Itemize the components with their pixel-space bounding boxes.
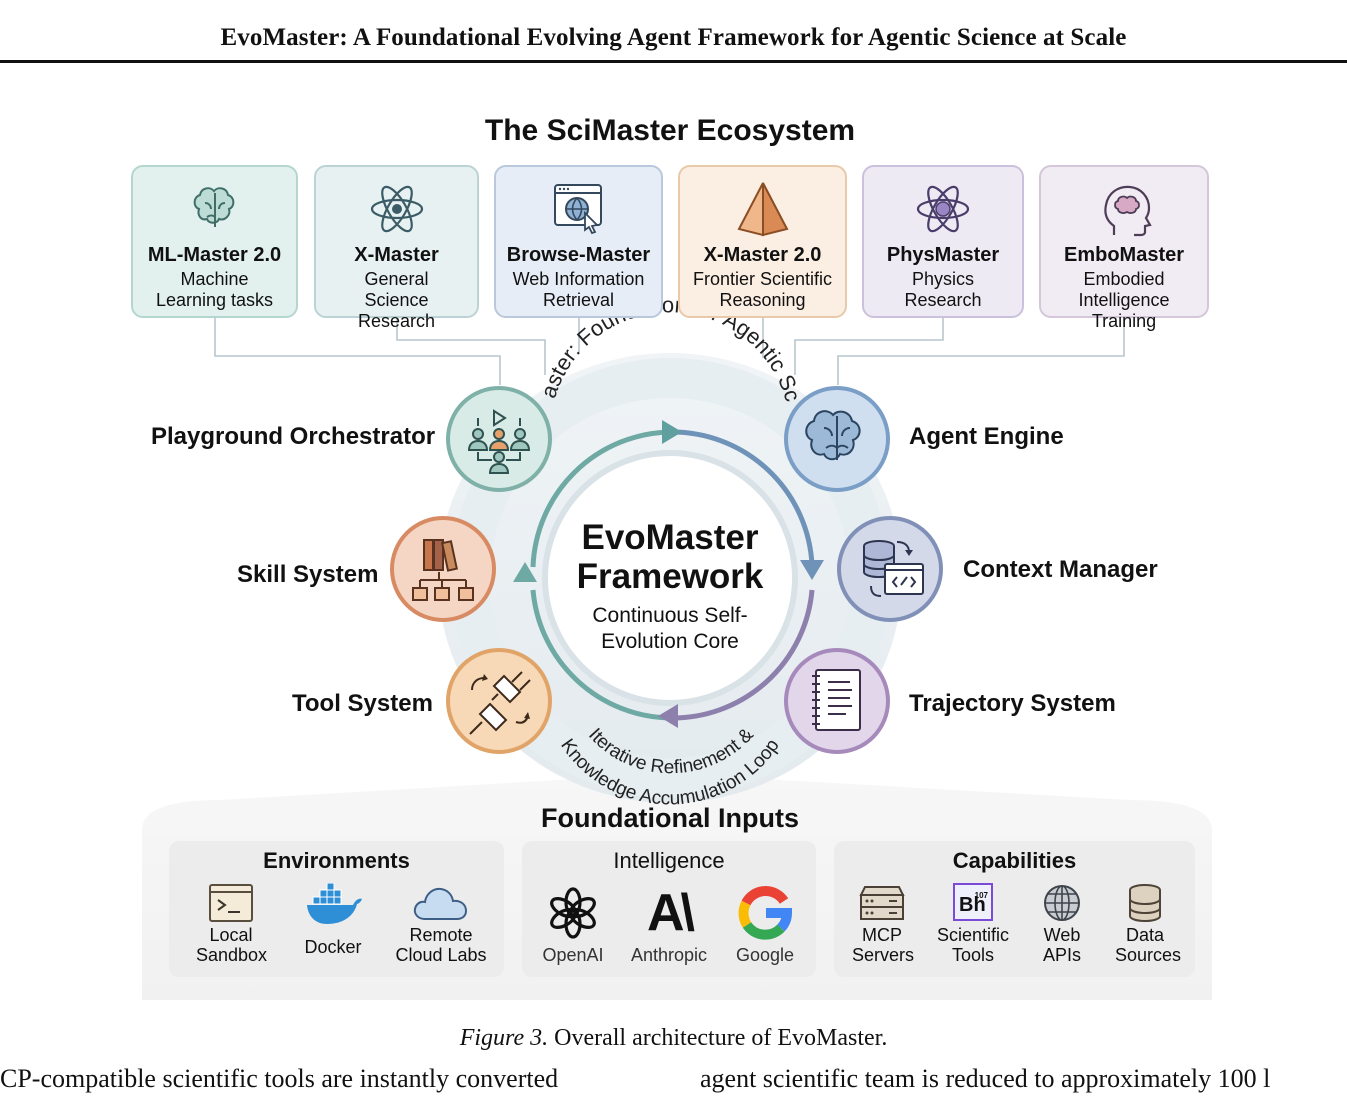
database-icon	[1129, 884, 1161, 923]
node-tool-system	[446, 648, 552, 754]
panel-title: Environments	[263, 848, 410, 873]
globe-browser-icon	[553, 184, 602, 235]
item-label: MCP Servers	[852, 925, 915, 965]
anthropic-logo-icon: A\	[647, 884, 695, 942]
caption-label: Figure 3.	[459, 1025, 549, 1051]
head-brain-icon	[1104, 185, 1152, 237]
item-web-apis: Web APIs	[1024, 883, 1100, 965]
running-head: EvoMaster: A Foundational Evolving Agent…	[220, 24, 1127, 51]
panel-intelligence: Intelligence OpenAI A\ Anthropic Google	[522, 841, 816, 977]
item-openai: OpenAI	[530, 885, 616, 965]
globe-icon	[1044, 885, 1080, 921]
node-label: Tool System	[292, 690, 433, 717]
atom-icon	[370, 185, 423, 233]
card-physmaster: PhysMaster Physics Research	[862, 165, 1024, 318]
server-icon	[859, 886, 905, 920]
card-name: Browse-Master	[506, 244, 651, 266]
body-text-right-column: agent scientific team is reduced to appr…	[700, 1064, 1271, 1093]
brain-icon	[805, 410, 861, 461]
figure-title: The SciMaster Ecosystem	[484, 114, 856, 147]
element-number: 107	[974, 891, 988, 900]
node-label: Agent Engine	[909, 423, 1064, 450]
panel-title: Intelligence	[613, 848, 725, 873]
node-agent-engine	[784, 386, 890, 492]
card-desc: Frontier Scientific Reasoning	[692, 269, 833, 310]
terminal-icon	[209, 884, 253, 922]
card-desc: General Science Research	[357, 269, 436, 331]
foundational-inputs-title: Foundational Inputs	[541, 803, 799, 833]
item-label: OpenAI	[542, 945, 604, 965]
panel-title: Capabilities	[952, 848, 1077, 873]
card-name: ML-Master 2.0	[147, 244, 282, 266]
item-remote-cloud-labs: Remote Cloud Labs	[385, 883, 497, 965]
item-label: Google	[735, 945, 795, 965]
body-text-left-column: CP-compatible scientific tools are insta…	[0, 1064, 559, 1093]
card-embomaster: EmboMaster Embodied Intelligence Trainin…	[1039, 165, 1209, 331]
docker-whale-icon	[307, 883, 362, 924]
plug-icon	[469, 671, 531, 735]
node-label: Context Manager	[963, 556, 1158, 583]
periodic-element-icon: 107 Bh	[953, 883, 993, 921]
database-code-icon	[863, 540, 924, 597]
card-browse-master: Browse-Master Web Information Retrieval	[494, 165, 663, 318]
card-desc: Embodied Intelligence Training	[1078, 269, 1170, 331]
card-desc: Web Information Retrieval	[512, 269, 645, 310]
center-subtitle: Continuous Self-Evolution Core	[592, 604, 748, 653]
card-ml-master: ML-Master 2.0 Machine Learning tasks	[131, 165, 298, 318]
item-label: Anthropic	[630, 945, 708, 965]
item-label: Remote Cloud Labs	[395, 925, 487, 965]
item-scientific-tools: 107 Bh Scientific Tools	[928, 883, 1018, 965]
item-local-sandbox: Local Sandbox	[179, 883, 283, 965]
item-docker: Docker	[287, 883, 379, 957]
cloud-icon	[413, 887, 468, 920]
element-symbol: Bh	[959, 894, 986, 916]
google-logo-icon	[738, 886, 793, 940]
card-name: PhysMaster	[886, 244, 1000, 266]
item-label: Data Sources	[1115, 925, 1182, 965]
people-network-icon	[467, 409, 531, 474]
center-title: EvoMaster Framework	[576, 518, 764, 596]
item-label: Web APIs	[1042, 925, 1081, 965]
openai-logo-icon	[550, 887, 596, 939]
node-trajectory-system	[784, 648, 890, 754]
node-skill-system	[390, 516, 496, 622]
card-name: X-Master	[354, 244, 439, 266]
card-name: EmboMaster	[1063, 244, 1185, 266]
card-x-master-2: X-Master 2.0 Frontier Scientific Reasoni…	[678, 165, 847, 318]
brain-icon	[193, 187, 234, 227]
notebook-icon	[812, 669, 861, 731]
node-playground-orchestrator	[446, 386, 552, 492]
caption-text: Overall architecture of EvoMaster.	[554, 1025, 888, 1051]
item-label: Scientific Tools	[936, 925, 1010, 965]
card-name: X-Master 2.0	[703, 244, 822, 266]
pyramid-icon	[737, 182, 788, 237]
node-label: Trajectory System	[909, 690, 1116, 717]
node-context-manager	[837, 516, 943, 622]
item-label: Docker	[304, 937, 362, 957]
item-google: Google	[722, 885, 808, 965]
panel-capabilities: Capabilities MCP Servers 107 Bh Scientif…	[834, 841, 1195, 977]
atom-icon	[916, 185, 970, 233]
item-data-sources: Data Sources	[1104, 883, 1186, 965]
card-desc: Physics Research	[904, 269, 982, 310]
node-label: Skill System	[237, 561, 379, 588]
figure-caption: Figure 3. Overall architecture of EvoMas…	[0, 1025, 1347, 1052]
item-mcp-servers: MCP Servers	[840, 883, 924, 965]
item-label: Local Sandbox	[196, 925, 268, 965]
panel-environments: Environments Local Sandbox Docker Remote…	[169, 841, 504, 977]
header-rule	[0, 60, 1347, 63]
node-label: Playground Orchestrator	[151, 423, 436, 450]
item-anthropic: A\ Anthropic	[622, 885, 716, 965]
books-hierarchy-icon	[412, 539, 474, 601]
card-desc: Machine Learning tasks	[155, 269, 274, 310]
card-x-master: X-Master General Science Research	[314, 165, 479, 331]
